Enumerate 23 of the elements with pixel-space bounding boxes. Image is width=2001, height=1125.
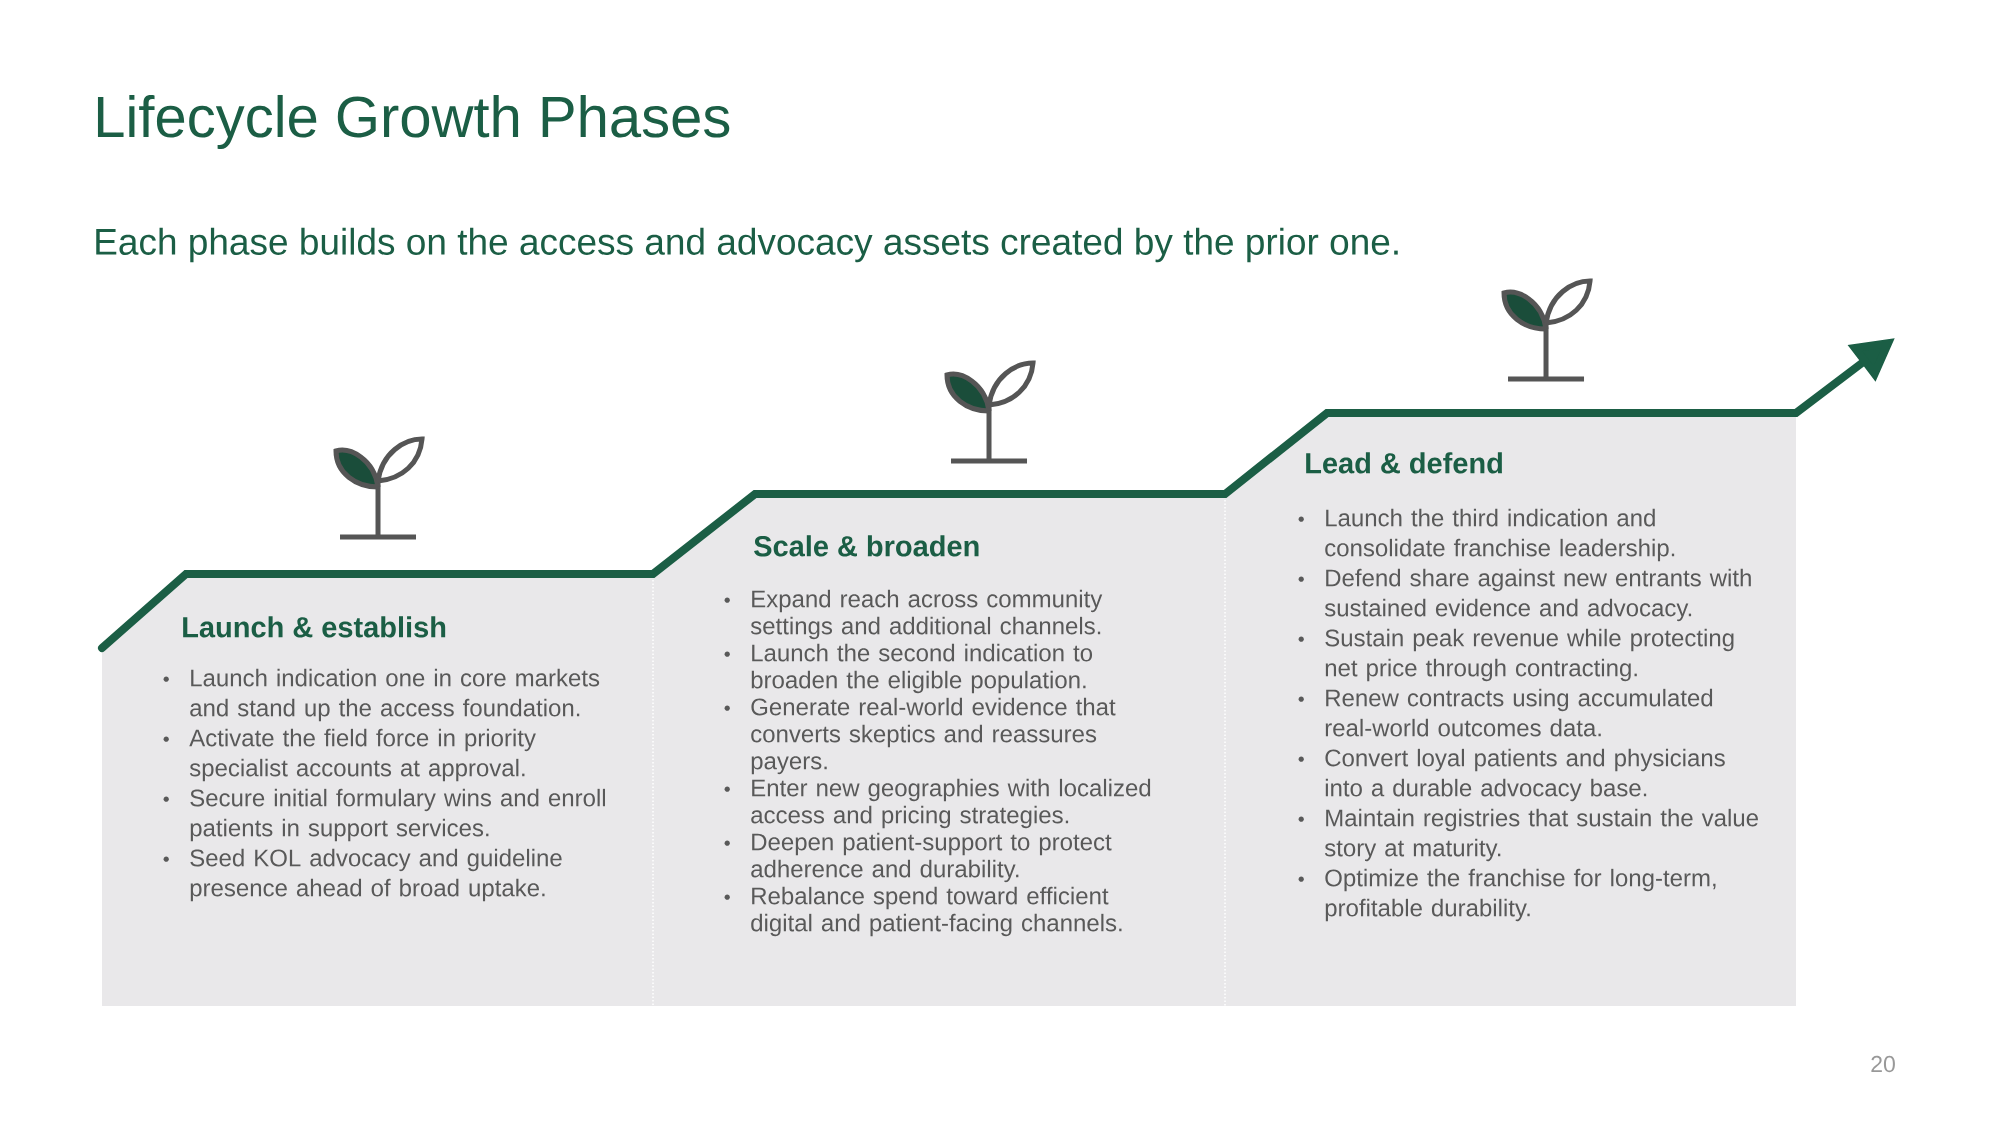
bullet-item: Launch the second indication to broaden the eligible population. [724,643,1093,694]
page-number: 20 [1871,1055,1895,1073]
phase-heading: Lead & defend [1306,452,1502,474]
bullet-item: Defend share against new entrants with sustained evidence and advocacy. [1298,568,1751,622]
subtitle: Each phase builds on the access and advocacy assets created by the prior one. [96,227,1398,263]
phase-heading: Launch & establish [183,616,446,638]
title: Lifecycle Growth Phases [97,94,730,150]
bullet-item: Seed KOL advocacy and guideline presence ahead of broad uptake. [163,848,562,902]
bullet-item: Launch indication one in core markets and stand up the access foundation. [163,668,600,722]
bullet-item: Expand reach across community settings and additional channels. [724,589,1103,640]
bullet-item: Activate the field force in priority specialist accounts at approval. [163,728,536,782]
phase-heading: Scale & broaden [754,535,979,557]
bullet-item: Enter new geographies with localized access and pricing strategies. [724,778,1151,829]
bullet-item: Deepen patient-support to protect adherence and durability. [724,832,1112,883]
bullet-item: Launch the third indication and consolidate franchise leadership. [1298,508,1675,562]
bullet-item: Renew contracts using accumulated real-world outcomes data. [1298,688,1713,737]
bullet-item: Sustain peak revenue while protecting net price through contracting. [1298,628,1734,682]
bullet-item: Maintain registries that sustain the value story at maturity. [1298,808,1758,862]
bullet-item: Secure initial formulary wins and enroll patients in support services. [163,788,605,842]
bullet-item: Optimize the franchise for long-term, profitable durability. [1298,868,1716,922]
bullet-item: Generate real-world evidence that converts skeptics and reassures payers. [724,697,1116,775]
bullet-item: Convert loyal patients and physicians into a durable advocacy base. [1298,748,1725,802]
bullet-item: Rebalance spend toward efficient digital and patient-facing channels. [724,886,1122,937]
